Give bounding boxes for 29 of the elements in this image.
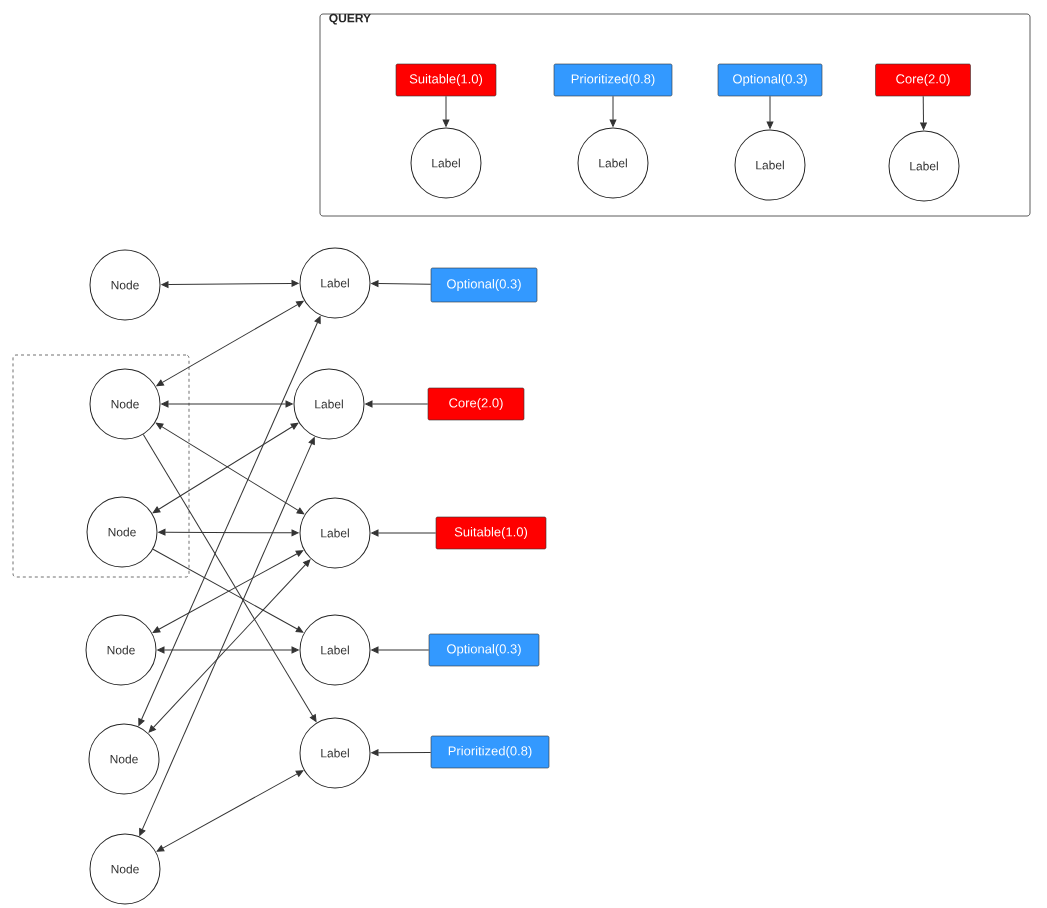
arrow: [371, 749, 432, 757]
weight-tag: Core(2.0): [875, 63, 971, 97]
weight-tag: Prioritized(0.8): [430, 735, 550, 769]
arrow: [157, 646, 299, 654]
arrow: [138, 316, 321, 726]
arrow: [766, 95, 774, 129]
weight-tag: Suitable(1.0): [395, 63, 497, 97]
arrow: [371, 529, 437, 537]
arrow: [371, 280, 432, 287]
arrow: [161, 400, 293, 408]
arrow: [442, 95, 450, 127]
arrow: [142, 433, 317, 722]
arrow: [139, 437, 315, 836]
arrow: [156, 770, 304, 852]
weight-tag: Optional(0.3): [428, 633, 540, 667]
weight-tag: Core(2.0): [427, 387, 525, 421]
arrow: [609, 95, 617, 127]
arrow: [161, 280, 299, 288]
arrow: [365, 400, 429, 408]
arrow: [158, 528, 299, 537]
arrow: [920, 95, 927, 130]
arrow: [156, 300, 304, 387]
weight-tag: Prioritized(0.8): [553, 63, 673, 97]
arrow: [371, 646, 430, 654]
dashed-group-box: [12, 354, 190, 578]
weight-tag: Optional(0.3): [717, 63, 823, 97]
weight-tag: Optional(0.3): [430, 267, 538, 303]
arrow: [148, 559, 311, 733]
weight-tag: Suitable(1.0): [435, 516, 547, 550]
